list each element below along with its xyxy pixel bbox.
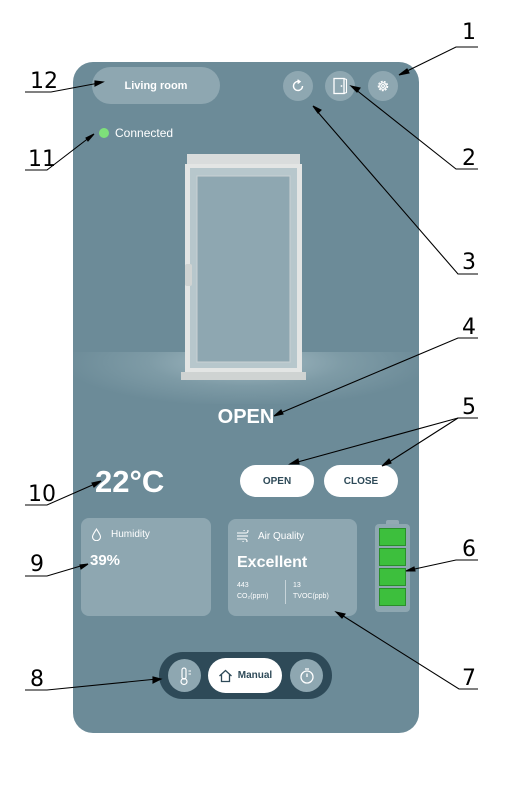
timer-mode-button[interactable]: [290, 659, 323, 692]
settings-button[interactable]: [368, 71, 398, 101]
humidity-icon: [91, 528, 102, 541]
tvoc-label: TVOC(ppb): [293, 593, 329, 600]
open-button[interactable]: OPEN: [240, 465, 314, 497]
callout-label: 3: [462, 250, 476, 275]
callout-label: 4: [462, 315, 476, 340]
door-icon: [333, 77, 348, 95]
battery-cell: [379, 588, 406, 606]
status-dot: [99, 128, 109, 138]
device-screen: Living room Connected OPEN: [73, 62, 419, 733]
callout-label: 8: [30, 667, 44, 692]
status-label: Connected: [115, 126, 174, 140]
callout-label: 11: [28, 147, 56, 172]
temperature-value: 22°C: [95, 464, 165, 499]
air-quality-rating: Excellent: [237, 554, 308, 571]
callout-label: 7: [462, 666, 476, 691]
tvoc-value: 13: [293, 582, 301, 589]
callout-label: 5: [462, 395, 476, 420]
battery-cell: [379, 528, 406, 546]
battery-indicator: [375, 520, 410, 612]
humidity-value: 39%: [90, 552, 121, 569]
co2-value: 443: [237, 582, 249, 589]
air-quality-icon: [237, 530, 249, 542]
battery-cap: [386, 520, 399, 525]
refresh-button[interactable]: [283, 71, 313, 101]
room-name: Living room: [124, 79, 188, 92]
home-icon: [218, 669, 232, 682]
gear-icon: [377, 80, 389, 92]
close-button[interactable]: CLOSE: [324, 465, 398, 497]
card-divider: [285, 580, 286, 604]
manual-mode-button[interactable]: Manual: [208, 658, 282, 693]
refresh-icon: [292, 79, 304, 92]
window-state: OPEN: [217, 406, 275, 428]
manual-mode-label: Manual: [237, 670, 273, 681]
callout-label: 10: [28, 482, 56, 507]
window-illustration: [181, 154, 306, 380]
callout-label: 1: [462, 20, 476, 45]
battery-cell: [379, 548, 406, 566]
callout-label: 9: [30, 552, 44, 577]
humidity-card: Humidity 39%: [81, 518, 211, 616]
mode-selector: Manual: [159, 652, 332, 699]
battery-cell: [379, 568, 406, 586]
auto-climate-mode-button[interactable]: [168, 659, 201, 692]
callout-label: 6: [462, 537, 476, 562]
humidity-title: Humidity: [111, 529, 150, 540]
room-selector[interactable]: Living room: [92, 67, 220, 104]
battery-body: [375, 524, 410, 612]
callout-label: 2: [462, 146, 476, 171]
door-button[interactable]: [325, 71, 355, 101]
air-quality-card: Air Quality Excellent 443 CO₂(ppm) 13 TV…: [228, 519, 357, 616]
air-quality-title: Air Quality: [258, 531, 305, 542]
thermometer-icon: [179, 666, 191, 685]
callout-label: 12: [30, 69, 58, 94]
co2-label: CO₂(ppm): [237, 593, 269, 600]
timer-icon: [299, 667, 314, 684]
connection-status: Connected: [99, 126, 173, 140]
